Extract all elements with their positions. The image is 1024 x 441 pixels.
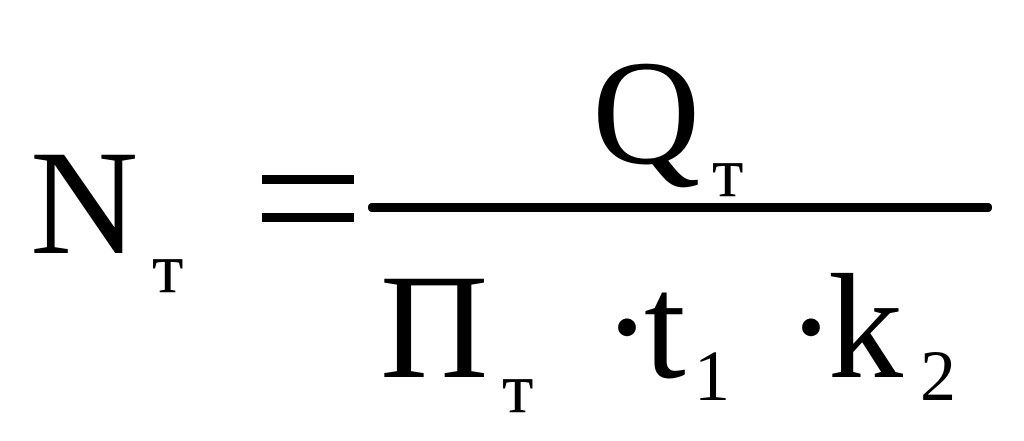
denominator-k-symbol: k (828, 244, 903, 410)
numerator-symbol: Q (592, 30, 701, 196)
denominator-dot-1: · (602, 244, 652, 410)
denominator-dot-2: · (786, 244, 836, 410)
equals-bottom-bar (262, 213, 354, 222)
lhs-symbol: N (30, 120, 139, 286)
denominator-pi-symbol: П (380, 244, 489, 410)
denominator-t-subscript: 1 (694, 336, 730, 416)
equals-top-bar (262, 175, 354, 184)
numerator-subscript: т (712, 132, 744, 212)
denominator-k-subscript: 2 (920, 336, 956, 416)
lhs-subscript: т (152, 228, 184, 308)
fraction-bar (368, 203, 992, 212)
denominator-t-symbol: t (644, 244, 686, 410)
denominator-pi-subscript: т (502, 348, 534, 428)
